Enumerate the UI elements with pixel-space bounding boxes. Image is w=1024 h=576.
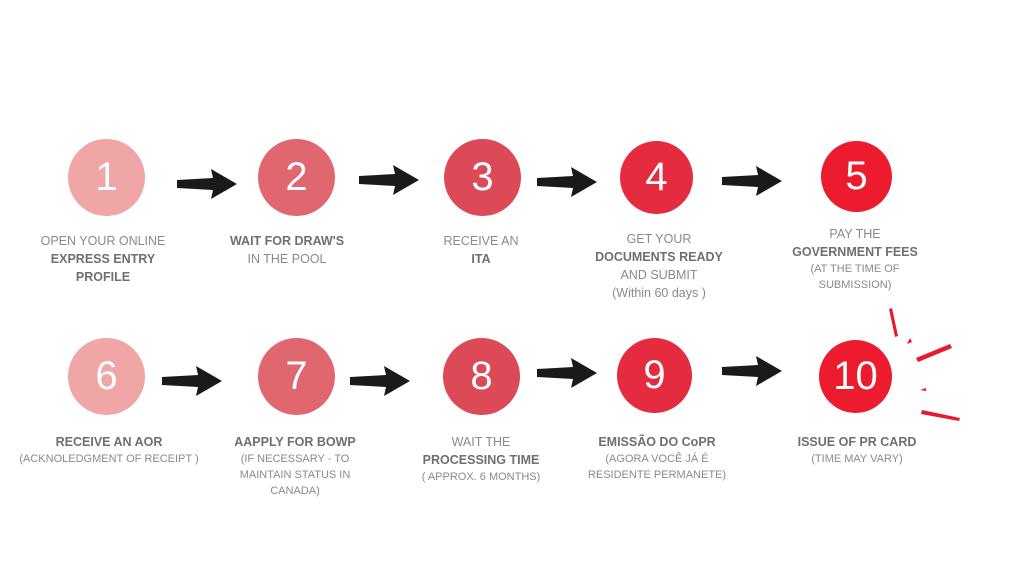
arrow-right-icon xyxy=(537,358,597,388)
step-10-circle: 10 xyxy=(819,340,892,413)
step-9-number: 9 xyxy=(643,353,666,397)
step-9-label-line: RESIDENTE PERMANETE) xyxy=(587,469,727,481)
step-6-number: 6 xyxy=(95,354,118,398)
step-8-label: WAIT THE PROCESSING TIME ( APPROX. 6 MONTH… xyxy=(386,433,576,485)
step-5-label: PAY THE GOVERNMENT FEES (AT THE TIME OF SUB… xyxy=(760,225,950,293)
step-1-circle: 1 xyxy=(68,139,145,216)
step-5-number: 5 xyxy=(845,154,868,198)
step-7-label: AAPPLY FOR BOWP (IF NECESSARY - TO MAINTAI… xyxy=(200,433,390,499)
step-2-number: 2 xyxy=(285,155,308,199)
step-7-label-line: AAPPLY FOR BOWP xyxy=(234,435,356,449)
step-5-label-line: GOVERNMENT FEES xyxy=(792,245,918,259)
step-1-label: OPEN YOUR ONLINE EXPRESS ENTRY PROFILE xyxy=(8,232,198,286)
step-4-number: 4 xyxy=(645,155,668,199)
step-7-number: 7 xyxy=(285,354,308,398)
step-1-number: 1 xyxy=(95,155,118,199)
step-7-circle: 7 xyxy=(258,338,335,415)
step-6-label: RECEIVE AN AOR (ACKNOLEDGMENT OF RECEIPT … xyxy=(14,433,204,467)
step-7-label-line: MAINTAIN STATUS IN xyxy=(239,469,351,481)
arrow-right-icon xyxy=(359,165,419,195)
step-5-label-line: PAY THE xyxy=(829,227,881,241)
step-1-label-line: OPEN YOUR ONLINE xyxy=(40,234,166,248)
step-2-circle: 2 xyxy=(258,139,335,216)
step-9-label-line: (AGORA VOCÊ JÁ É xyxy=(605,453,709,465)
step-8-circle: 8 xyxy=(443,338,520,415)
step-9-label: EMISSÃO DO CoPR (AGORA VOCÊ JÁ É RESIDENTE… xyxy=(562,433,752,483)
step-6-label-line: RECEIVE AN AOR xyxy=(55,435,163,449)
arrow-right-icon xyxy=(350,366,410,396)
step-5-label-line: (AT THE TIME OF xyxy=(810,263,900,275)
step-7-label-line: CANADA) xyxy=(270,485,320,497)
arrow-right-icon xyxy=(722,166,782,196)
step-10-label: ISSUE OF PR CARD (TIME MAY VARY) xyxy=(762,433,952,467)
step-4-label: GET YOUR DOCUMENTS READY AND SUBMIT (Within… xyxy=(564,230,754,302)
arrow-right-icon xyxy=(177,169,237,199)
step-4-label-line: AND SUBMIT xyxy=(620,268,698,282)
arrow-right-icon xyxy=(537,167,597,197)
step-1-label-line: EXPRESS ENTRY xyxy=(50,252,156,266)
step-5-circle: 5 xyxy=(821,141,892,212)
step-3-label: RECEIVE AN ITA xyxy=(386,232,576,268)
step-8-number: 8 xyxy=(470,354,493,398)
step-5-label-line: SUBMISSION) xyxy=(818,279,892,291)
step-8-label-line: ( APPROX. 6 MONTHS) xyxy=(421,471,541,483)
step-4-label-line: (Within 60 days ) xyxy=(612,286,706,300)
step-3-label-line: ITA xyxy=(471,252,491,266)
step-4-label-line: DOCUMENTS READY xyxy=(595,250,723,264)
step-7-label-line: (IF NECESSARY - TO xyxy=(240,453,350,465)
step-10-number: 10 xyxy=(833,354,878,398)
step-4-circle: 4 xyxy=(620,141,693,214)
step-9-circle: 9 xyxy=(617,338,692,413)
step-3-circle: 3 xyxy=(444,139,521,216)
arrow-right-icon xyxy=(162,366,222,396)
step-8-label-line: PROCESSING TIME xyxy=(422,453,540,467)
step-2-label-line: WAIT FOR DRAW'S xyxy=(229,234,345,248)
step-3-label-line: RECEIVE AN xyxy=(443,234,519,248)
step-4-label-line: GET YOUR xyxy=(626,232,692,246)
step-1-label-line: PROFILE xyxy=(75,270,131,284)
step-6-label-line: (ACKNOLEDGMENT OF RECEIPT ) xyxy=(19,453,199,465)
step-10-label-line: (TIME MAY VARY) xyxy=(811,453,903,465)
step-8-label-line: WAIT THE xyxy=(451,435,511,449)
step-9-label-line: EMISSÃO DO CoPR xyxy=(598,435,716,449)
arrow-right-icon xyxy=(722,356,782,386)
step-6-circle: 6 xyxy=(68,338,145,415)
step-2-label: WAIT FOR DRAW'S IN THE POOL xyxy=(192,232,382,268)
step-3-number: 3 xyxy=(471,155,494,199)
burst-lines-icon xyxy=(889,308,960,421)
step-10-label-line: ISSUE OF PR CARD xyxy=(797,435,917,449)
step-2-label-line: IN THE POOL xyxy=(247,252,327,266)
